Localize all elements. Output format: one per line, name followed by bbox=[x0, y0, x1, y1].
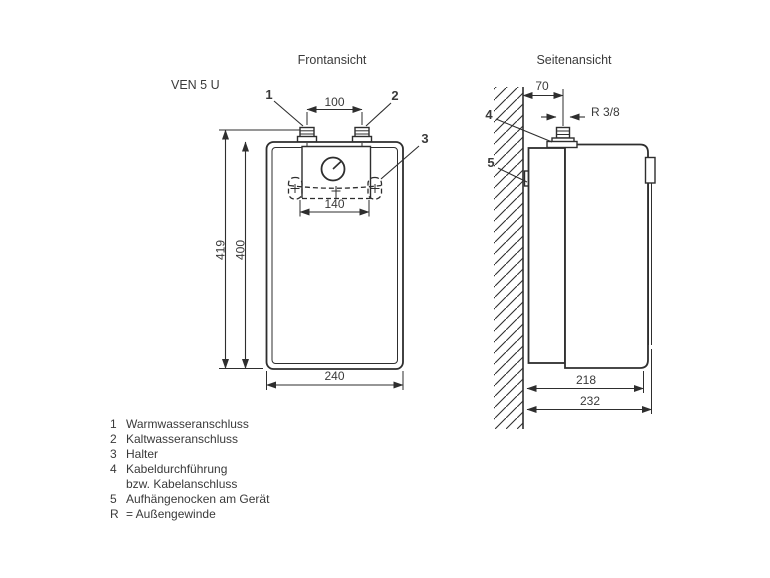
legend-row-cable-entry-cont: bzw. Kabelanschluss bbox=[110, 477, 269, 492]
legend-label: bzw. Kabelanschluss bbox=[126, 477, 238, 491]
side-view-body bbox=[494, 87, 656, 429]
legend-key: 4 bbox=[110, 462, 117, 476]
front-view-dimensions: 100 140 419 400 240 bbox=[214, 95, 404, 390]
dim-thread-size: R 3/8 bbox=[591, 105, 620, 119]
legend-key: 5 bbox=[110, 492, 117, 506]
legend: 1 Warmwasseranschluss 2 Kaltwasseranschl… bbox=[110, 417, 269, 522]
dim-depth-body: 218 bbox=[576, 373, 596, 387]
legend-key: R bbox=[110, 507, 119, 521]
legend-key bbox=[110, 477, 126, 492]
front-view-callouts: 1 2 3 bbox=[265, 87, 429, 180]
dim-wall-to-pipe: 70 bbox=[535, 79, 549, 93]
dim-pipe-spacing: 100 bbox=[324, 95, 344, 109]
wall-hatching bbox=[494, 87, 523, 429]
side-view-callouts: 4 5 bbox=[485, 107, 553, 183]
side-view-dimensions: 70 R 3/8 218 232 bbox=[522, 79, 652, 414]
legend-label: Kaltwasseranschluss bbox=[126, 432, 239, 446]
warm-water-fitting bbox=[296, 126, 318, 143]
dim-width: 240 bbox=[324, 369, 344, 383]
legend-row-holder: 3 Halter bbox=[110, 447, 269, 462]
model-label: VEN 5 U bbox=[171, 78, 220, 92]
front-view-title: Frontansicht bbox=[298, 53, 367, 67]
legend-key: 2 bbox=[110, 432, 117, 446]
callout-5-hanging-lug: 5 bbox=[487, 155, 494, 170]
dim-depth-overall: 232 bbox=[580, 394, 600, 408]
callout-4-cable-entry: 4 bbox=[485, 107, 493, 122]
callout-3-holder: 3 bbox=[421, 131, 428, 146]
legend-row-hanging-lugs: 5 Aufhängenocken am Gerät bbox=[110, 492, 269, 507]
dim-height-body: 400 bbox=[234, 240, 248, 260]
side-view-title: Seitenansicht bbox=[536, 53, 612, 67]
legend-label: Aufhängenocken am Gerät bbox=[126, 492, 270, 506]
control-panel bbox=[301, 145, 372, 198]
legend-row-warm-water: 1 Warmwasseranschluss bbox=[110, 417, 269, 432]
dim-bracket-width: 140 bbox=[324, 197, 344, 211]
callout-2-cold-water: 2 bbox=[391, 88, 398, 103]
legend-key: 1 bbox=[110, 417, 117, 431]
callout-1-warm-water: 1 bbox=[265, 87, 272, 102]
dim-height-overall: 419 bbox=[214, 240, 228, 260]
legend-label: Halter bbox=[126, 447, 159, 461]
side-pipe-fitting bbox=[546, 126, 578, 149]
legend-row-thread-note: R = Außengewinde bbox=[110, 507, 269, 522]
legend-label: Warmwasseranschluss bbox=[126, 417, 249, 431]
side-tab bbox=[644, 156, 656, 184]
legend-key: 3 bbox=[110, 447, 117, 461]
legend-row-cold-water: 2 Kaltwasseranschluss bbox=[110, 432, 269, 447]
cold-water-fitting bbox=[351, 126, 373, 143]
legend-label: = Außengewinde bbox=[126, 507, 216, 521]
legend-row-cable-entry: 4 Kabeldurchführung bbox=[110, 462, 269, 477]
mounting-bracket-dashed bbox=[287, 176, 383, 200]
legend-label: Kabeldurchführung bbox=[126, 462, 228, 476]
front-view-body bbox=[265, 126, 404, 370]
